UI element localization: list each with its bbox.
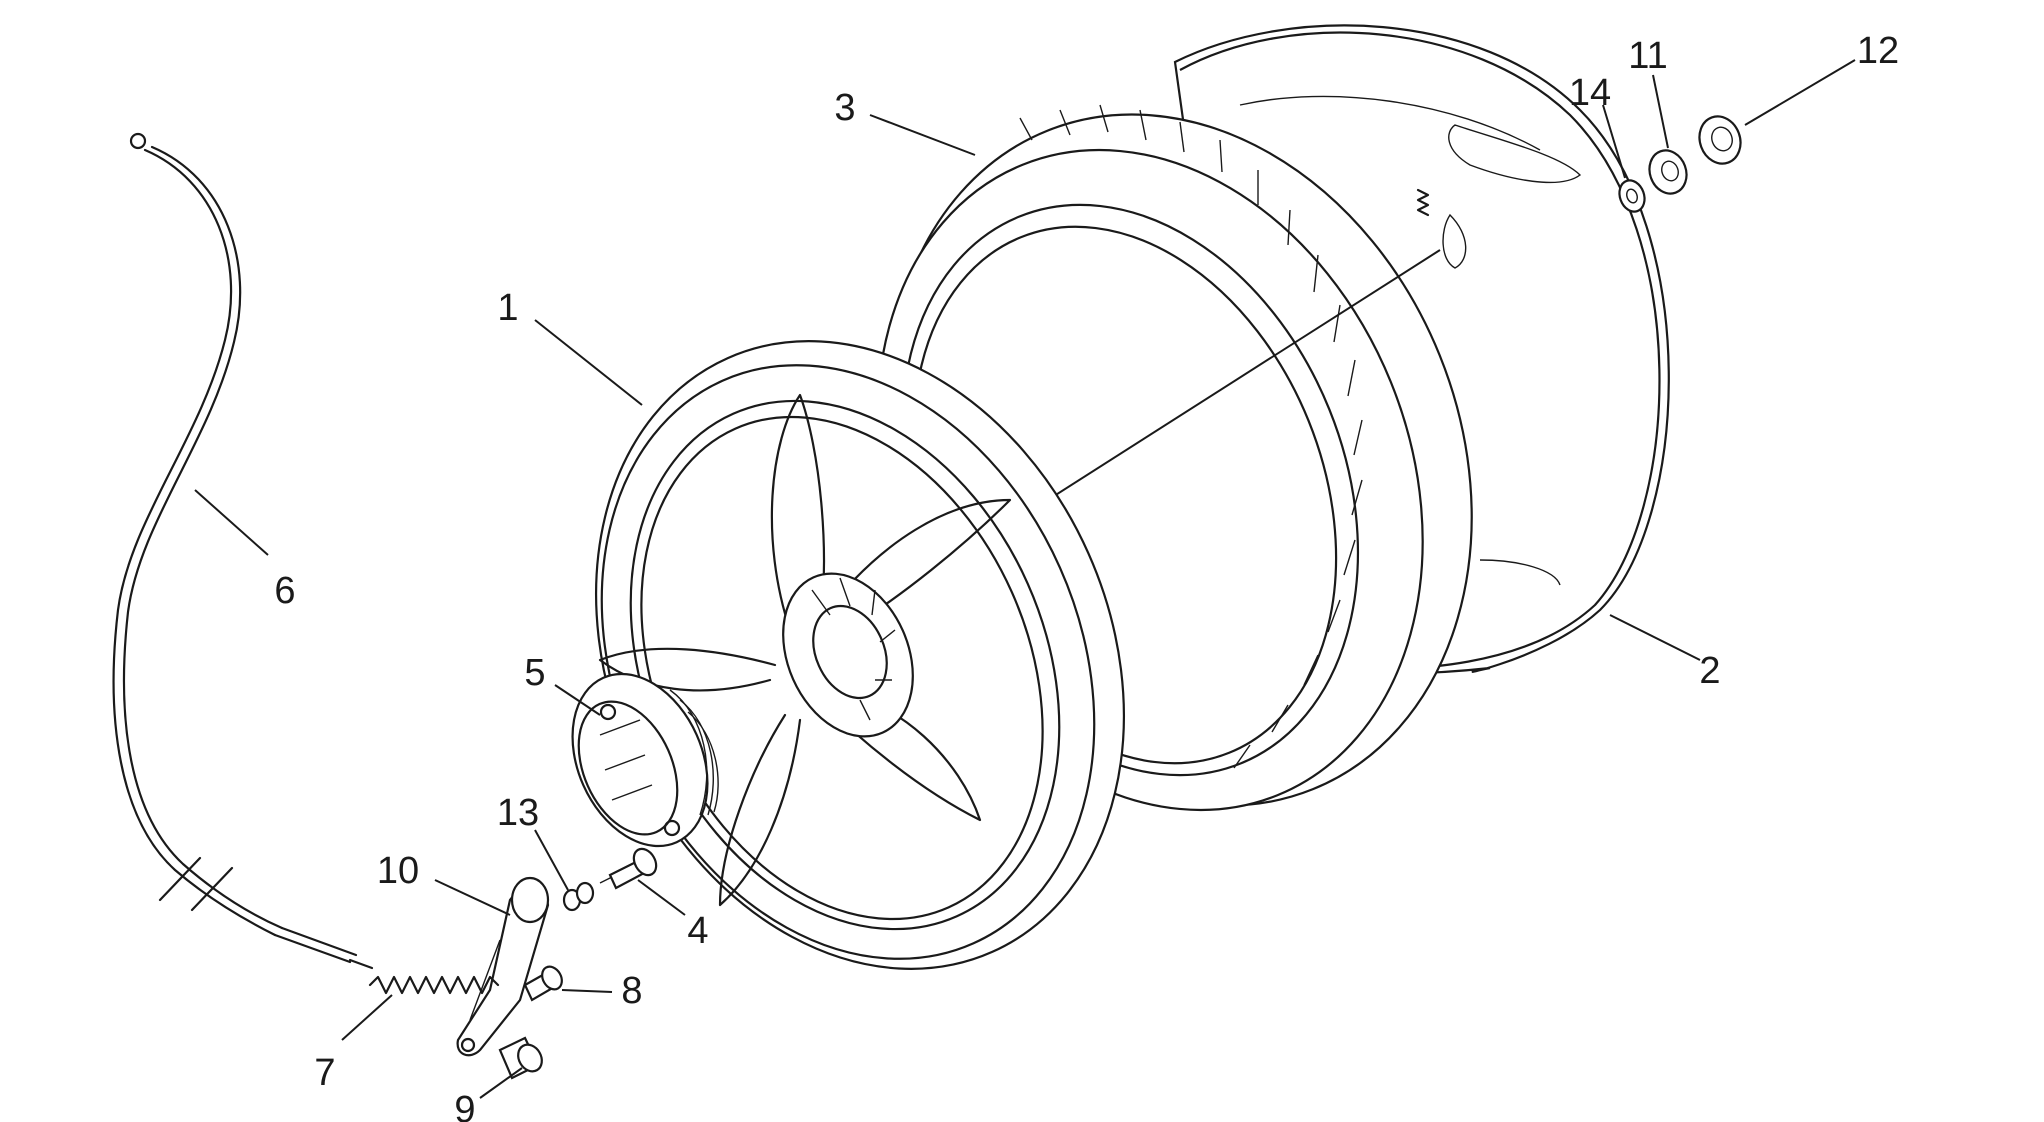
part-12-lock-ring (1698, 115, 1742, 165)
callout-13: 13 (497, 792, 539, 834)
callout-14: 14 (1569, 72, 1611, 114)
part-6-brake-cable (112, 132, 374, 970)
callout-11: 11 (1628, 35, 1667, 77)
callout-1: 1 (497, 287, 518, 329)
part-5-brake-shoes (571, 672, 719, 848)
callout-4: 4 (687, 910, 708, 952)
callout-12: 12 (1857, 30, 1899, 72)
callout-5: 5 (524, 652, 545, 694)
part-11-axle-nut (1648, 149, 1688, 195)
part-7-spring (368, 975, 500, 995)
callout-3: 3 (834, 87, 855, 129)
callout-8: 8 (621, 970, 642, 1012)
part-4-cam-spindle (599, 847, 658, 890)
callout-10: 10 (377, 850, 419, 892)
leader-lines (194, 59, 1856, 1099)
part-8-pin (523, 965, 563, 1002)
callout-2: 2 (1699, 650, 1720, 692)
part-13-washer (562, 881, 595, 912)
part-9-bushing (498, 1036, 543, 1080)
callout-7: 7 (314, 1052, 335, 1094)
callout-9: 9 (454, 1089, 475, 1122)
part-10-brake-lever (456, 876, 550, 1057)
part-14-washer (1618, 179, 1646, 213)
callout-6: 6 (274, 570, 295, 612)
